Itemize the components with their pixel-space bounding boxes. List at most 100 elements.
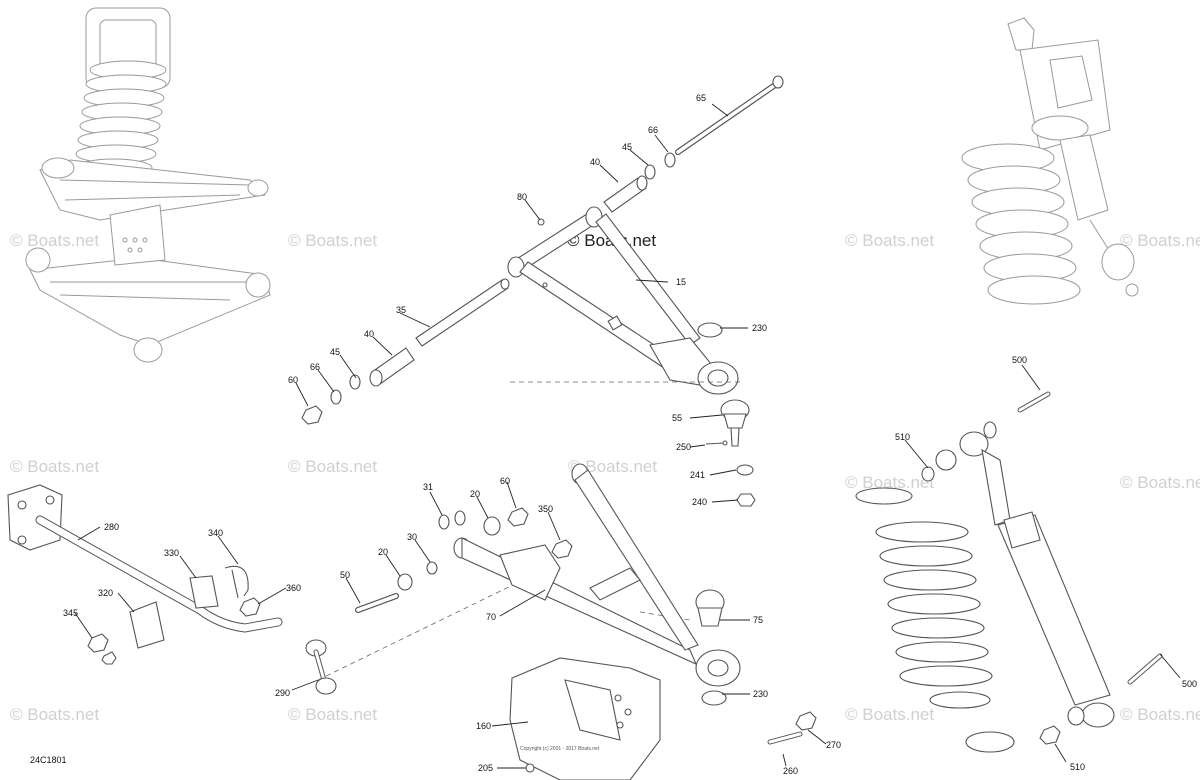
callout-345[interactable]: 345 [63,608,78,618]
callout-60[interactable]: 60 [500,476,510,486]
sway-bar-bushing[interactable] [129,601,165,649]
callout-35[interactable]: 35 [396,305,406,315]
callout-340[interactable]: 340 [208,528,223,538]
watermark-text: © Boats.net [845,231,934,250]
castle-nut[interactable] [736,493,756,507]
front-suspension-assembly-illustration [25,7,271,363]
sway-bar-link[interactable] [305,639,337,695]
callout-40[interactable]: 40 [364,329,374,339]
callout-270[interactable]: 270 [826,740,841,750]
callout-290[interactable]: 290 [275,688,290,698]
skid-plate[interactable] [509,657,661,780]
callout-66[interactable]: 66 [648,125,658,135]
lock-nut[interactable] [239,597,261,617]
ball-joint[interactable] [720,399,750,447]
figure-id: 24C1801 [30,755,67,765]
shock-bushing[interactable] [921,421,997,482]
pivot-bolt[interactable] [675,75,784,155]
callout-240[interactable]: 240 [692,497,707,507]
watermark-text: © Boats.net [288,231,377,250]
callout-20[interactable]: 20 [378,547,388,557]
washer[interactable] [736,464,754,476]
callout-280[interactable]: 280 [104,522,119,532]
washer[interactable] [330,389,342,405]
callout-75[interactable]: 75 [753,615,763,625]
bolt[interactable] [355,593,399,613]
callout-260[interactable]: 260 [783,766,798,776]
upper-a-arm[interactable] [507,206,739,395]
shock-absorber[interactable] [959,431,1115,728]
lock-nut[interactable] [87,633,109,653]
lock-nut[interactable] [101,651,117,665]
callout-510[interactable]: 510 [1070,762,1085,772]
callout-230[interactable]: 230 [752,323,767,333]
spacer[interactable] [426,561,438,575]
u-bolt[interactable] [224,565,249,599]
lock-nut[interactable] [301,405,323,425]
shock-bolt[interactable] [1127,653,1163,685]
ball-joint[interactable] [695,589,725,627]
callout-500[interactable]: 500 [1012,355,1027,365]
callout-160[interactable]: 160 [476,721,491,731]
washer[interactable] [454,510,466,526]
bushing[interactable] [369,347,415,387]
cotter-pin[interactable] [705,440,728,446]
callout-80[interactable]: 80 [517,192,527,202]
callout-65[interactable]: 65 [696,93,706,103]
spring-seat[interactable] [965,731,1015,753]
watermark-text: © Boats.net [288,705,377,724]
grease-fitting[interactable] [537,218,545,226]
callout-50[interactable]: 50 [340,570,350,580]
callout-205[interactable]: 205 [478,763,493,773]
screw[interactable] [525,763,535,773]
washer[interactable] [349,374,361,390]
callout-60[interactable]: 60 [288,375,298,385]
callout-20[interactable]: 20 [470,489,480,499]
callout-45[interactable]: 45 [622,142,632,152]
callout-360[interactable]: 360 [286,583,301,593]
watermark-text: © Boats.net [1120,473,1200,492]
washer[interactable] [438,514,450,530]
sway-bar-bracket[interactable] [7,484,63,551]
bushing[interactable] [603,175,648,213]
watermark-text: © Boats.net [1120,705,1200,724]
lock-nut[interactable] [1039,725,1061,745]
retaining-ring[interactable] [697,322,723,338]
washer[interactable] [644,164,656,180]
sway-bar[interactable] [35,515,283,633]
callout-31[interactable]: 31 [423,482,433,492]
bushing[interactable] [397,573,413,591]
callout-66[interactable]: 66 [310,362,320,372]
callout-30[interactable]: 30 [407,532,417,542]
callout-230[interactable]: 230 [753,689,768,699]
bolt[interactable] [767,731,803,745]
sway-bar-clamp[interactable] [189,575,219,609]
retaining-ring[interactable] [701,690,727,706]
callout-70[interactable]: 70 [486,612,496,622]
washer[interactable] [664,152,676,168]
shock-group [855,391,1163,753]
callout-45[interactable]: 45 [330,347,340,357]
pivot-tube[interactable] [415,278,510,347]
lock-nut[interactable] [795,711,817,731]
watermark-text: © Boats.net [288,457,377,476]
lock-nut[interactable] [551,539,573,559]
callout-40[interactable]: 40 [590,157,600,167]
callout-330[interactable]: 330 [164,548,179,558]
watermark-text: © Boats.net [568,457,657,476]
callout-500[interactable]: 500 [1182,679,1197,689]
shock-bolt[interactable] [1017,391,1051,413]
lock-nut[interactable] [507,507,529,527]
callout-350[interactable]: 350 [538,504,553,514]
callout-250[interactable]: 250 [676,442,691,452]
callout-510[interactable]: 510 [895,432,910,442]
callout-320[interactable]: 320 [98,588,113,598]
coil-spring[interactable] [855,487,993,709]
callout-241[interactable]: 241 [690,470,705,480]
callout-labels: 65 66 45 40 80 15 230 35 40 45 66 60 55 … [63,93,1197,776]
lower-a-arm[interactable] [453,463,741,687]
callout-55[interactable]: 55 [672,413,682,423]
callout-15[interactable]: 15 [676,277,686,287]
bushing[interactable] [483,516,501,536]
